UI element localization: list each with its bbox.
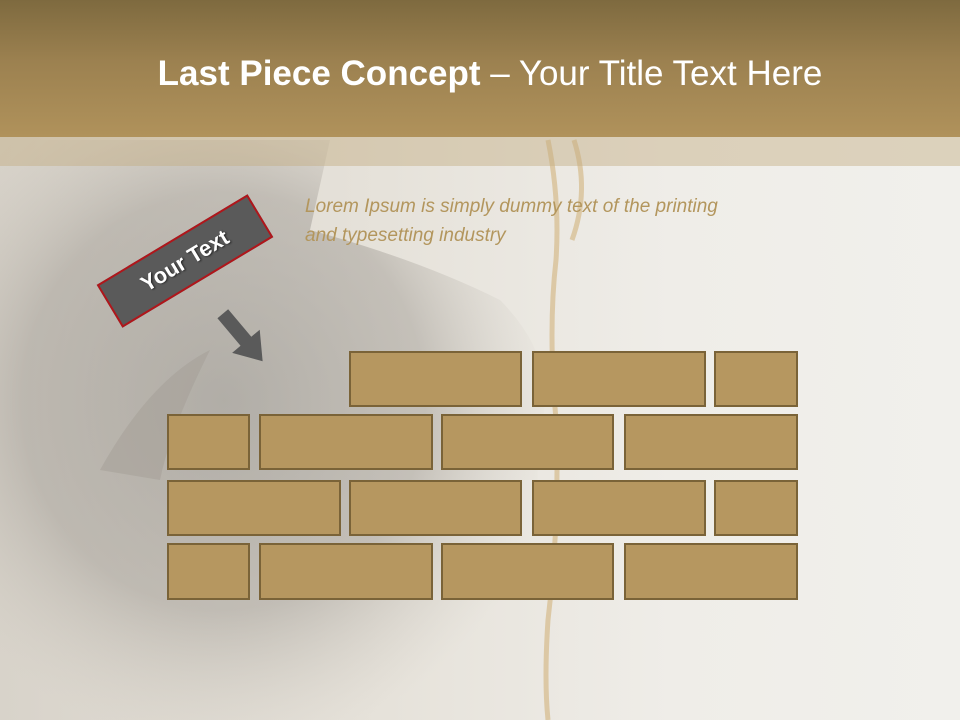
brick (441, 543, 614, 600)
brick (624, 414, 798, 470)
brick (259, 543, 433, 600)
brick (167, 480, 341, 536)
brick (441, 414, 614, 470)
title-subtitle: – Your Title Text Here (480, 54, 823, 93)
title-main: Last Piece Concept (157, 54, 481, 93)
brick (714, 351, 798, 407)
brick (714, 480, 798, 536)
brick (349, 351, 522, 407)
slide-title: Last Piece Concept – Your Title Text Her… (0, 52, 960, 96)
brick (167, 543, 250, 600)
brick (349, 480, 522, 536)
brick (624, 543, 798, 600)
header-strip (0, 137, 960, 166)
arrow-down-right-icon (217, 309, 263, 362)
brick (532, 480, 706, 536)
description-text: Lorem Ipsum is simply dummy text of the … (305, 196, 718, 246)
brick (532, 351, 706, 407)
brick (167, 414, 250, 470)
brick (259, 414, 433, 470)
title-bar (0, 0, 960, 137)
